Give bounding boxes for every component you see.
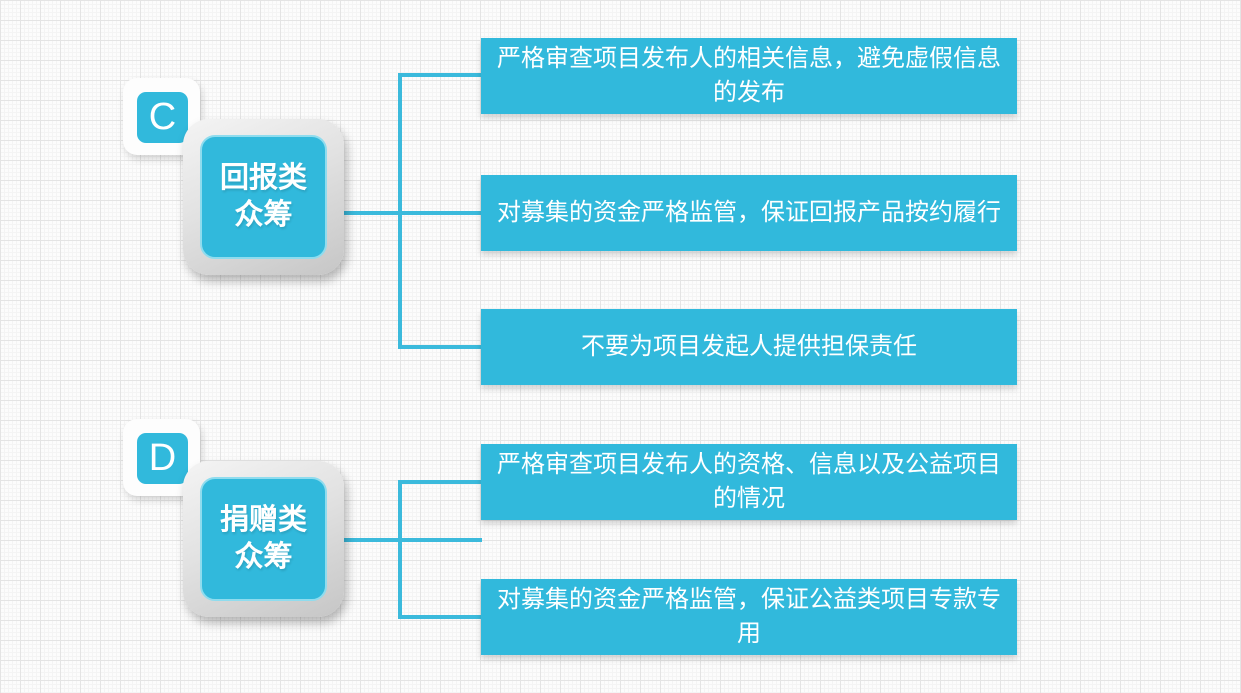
main-node-label-line2: 众筹 [234,199,293,231]
branch-text: 严格审查项目发布人的资格、信息以及公益项目的情况 [497,451,1001,512]
connector-stub-c1 [398,73,482,77]
branch-text: 不要为项目发起人提供担保责任 [581,333,917,361]
connector-main-d [343,538,482,542]
branch-text: 对募集的资金严格监管，保证回报产品按约履行 [497,199,1001,227]
branch-bar: 不要为项目发起人提供担保责任 [481,309,1017,385]
branch-text: 严格审查项目发布人的相关信息，避免虚假信息的发布 [497,45,1001,106]
badge-letter-d: D [137,433,188,484]
badge-letter-c: C [137,92,188,143]
connector-trunk-c [398,73,402,349]
branch-bar: 严格审查项目发布人的相关信息，避免虚假信息的发布 [481,38,1017,114]
branch-bar: 对募集的资金严格监管，保证回报产品按约履行 [481,175,1017,251]
main-node-label-line1: 捐赠类 [219,503,307,536]
branch-bar: 严格审查项目发布人的资格、信息以及公益项目的情况 [481,444,1017,520]
connector-trunk-d [398,480,402,619]
main-node-tile-d: 捐赠类 众筹 [183,461,344,617]
branch-bar: 对募集的资金严格监管，保证公益类项目专款专用 [481,579,1017,655]
connector-stub-d2 [398,615,482,619]
main-node-reward-crowdfunding: 回报类 众筹 [200,135,327,259]
connector-main-c [343,211,482,215]
main-node-donation-crowdfunding: 捐赠类 众筹 [200,477,327,601]
main-node-label-line2: 众筹 [234,541,293,573]
connector-stub-d1 [398,480,482,484]
branch-text: 对募集的资金严格监管，保证公益类项目专款专用 [497,586,1001,647]
main-node-tile-c: 回报类 众筹 [183,119,344,275]
connector-stub-c3 [398,345,482,349]
main-node-label-line1: 回报类 [219,161,307,194]
